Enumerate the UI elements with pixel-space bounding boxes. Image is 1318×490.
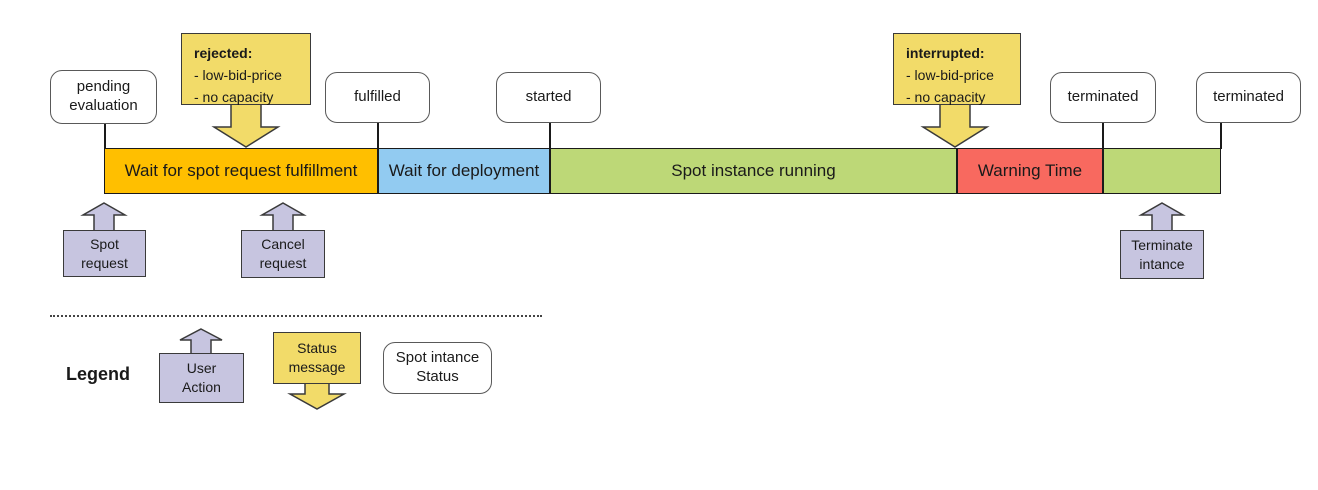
callout-interrupted: interrupted: - low-bid-price - no capaci… bbox=[893, 33, 1021, 105]
segment-label: Spot instance running bbox=[671, 161, 836, 180]
legend-user-action-label: User Action bbox=[182, 360, 221, 395]
callout-line: - no capacity bbox=[194, 89, 274, 105]
up-arrow-icon bbox=[80, 202, 128, 233]
up-arrow-icon bbox=[179, 328, 223, 356]
action-label: Cancel request bbox=[259, 236, 307, 271]
callout-line: - low-bid-price bbox=[194, 67, 282, 83]
segment-label: Wait for spot request fulfillment bbox=[124, 161, 358, 180]
legend-user-action-box: User Action bbox=[159, 353, 244, 403]
action-box-terminate-instance: Terminate intance bbox=[1120, 230, 1204, 279]
action-label: Terminate intance bbox=[1131, 236, 1193, 272]
legend-status-message-label: Status message bbox=[288, 340, 346, 375]
status-label: terminated bbox=[1067, 88, 1139, 106]
down-arrow-icon bbox=[920, 103, 990, 148]
connector-line bbox=[104, 124, 106, 149]
timeline-segment-wait-deployment: Wait for deployment bbox=[378, 148, 550, 194]
legend-spot-instance-status-box: Spot intance Status bbox=[383, 342, 492, 394]
legend-title: Legend bbox=[66, 364, 131, 384]
up-arrow-icon bbox=[1138, 202, 1186, 233]
status-box-pending-evaluation: pending evaluation bbox=[50, 70, 157, 124]
action-box-spot-request: Spot request bbox=[63, 230, 146, 277]
legend-spot-instance-status-label: Spot intance Status bbox=[395, 349, 480, 385]
timeline-segment-warning-time: Warning Time bbox=[957, 148, 1103, 194]
status-box-terminated-1: terminated bbox=[1050, 72, 1156, 123]
connector-line bbox=[377, 123, 379, 149]
action-box-cancel-request: Cancel request bbox=[241, 230, 325, 278]
callout-title: interrupted: bbox=[906, 45, 985, 61]
callout-line: - low-bid-price bbox=[906, 67, 994, 83]
timeline-segment-running: Spot instance running bbox=[550, 148, 957, 194]
segment-label: Warning Time bbox=[977, 161, 1083, 180]
down-arrow-icon bbox=[287, 381, 347, 410]
status-label: started bbox=[525, 88, 572, 106]
callout-rejected: rejected: - low-bid-price - no capacity bbox=[181, 33, 311, 105]
connector-line bbox=[1102, 123, 1104, 149]
status-label: fulfilled bbox=[354, 88, 401, 106]
status-label: pending evaluation bbox=[69, 78, 138, 114]
up-arrow-icon bbox=[259, 202, 307, 233]
legend-status-message-box: Status message bbox=[273, 332, 361, 384]
connector-line bbox=[1220, 123, 1222, 149]
connector-line bbox=[549, 123, 551, 149]
status-box-started: started bbox=[496, 72, 601, 123]
status-box-fulfilled: fulfilled bbox=[325, 72, 430, 123]
timeline-segment-after-warning bbox=[1103, 148, 1221, 194]
action-label: Spot request bbox=[81, 235, 128, 271]
down-arrow-icon bbox=[211, 103, 281, 148]
segment-label: Wait for deployment bbox=[388, 161, 540, 180]
status-box-terminated-2: terminated bbox=[1196, 72, 1301, 123]
callout-title: rejected: bbox=[194, 45, 253, 61]
status-label: terminated bbox=[1213, 88, 1284, 106]
callout-line: - no capacity bbox=[906, 89, 986, 105]
timeline-segment-wait-fulfillment: Wait for spot request fulfillment bbox=[104, 148, 378, 194]
separator-dotted-line bbox=[50, 315, 542, 317]
